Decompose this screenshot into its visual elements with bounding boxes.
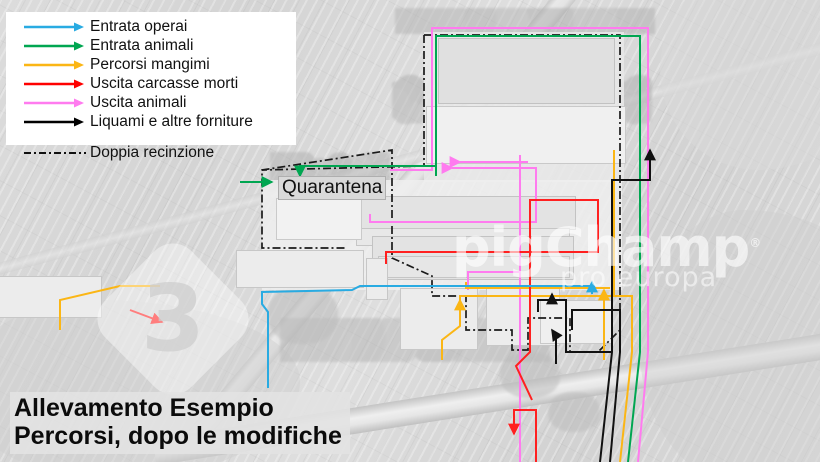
slurry-east-riser (599, 162, 651, 462)
legend-label: Uscita carcasse morti (90, 75, 239, 92)
legend-item-uscita-carcasse-morti: Uscita carcasse morti (18, 75, 296, 93)
legend-label: Liquami e altre forniture (90, 113, 253, 130)
tree-line-left-of-compound (392, 28, 424, 178)
slurry-branch-b (537, 299, 552, 312)
route-workers (261, 280, 598, 388)
building-southeast-sheds (540, 300, 612, 344)
carcass-west-arrow (129, 309, 164, 324)
feed-from-south (520, 295, 633, 462)
legend-label: Doppia recinzione (90, 144, 215, 161)
animals-out-branch-c (467, 271, 520, 290)
tree-line-top (395, 8, 655, 34)
building-north-large (438, 38, 615, 104)
field-parcel-right (640, 210, 820, 462)
legend-label: Entrata animali (90, 37, 194, 54)
legend-item-doppia-recinzione: Doppia recinzione (18, 143, 296, 163)
legend-item-liquami-e-altre-forniture: Liquami e altre forniture (18, 113, 296, 131)
feed-far-west (59, 285, 160, 330)
legend-panel: Entrata operai Entrata animali (6, 12, 296, 161)
carcass-south-loop (508, 409, 537, 462)
animals-out-ring (390, 27, 649, 462)
feed-mid-run (465, 282, 610, 289)
legend-line-blue-icon (18, 18, 90, 36)
tree-cluster-bottom (500, 352, 560, 398)
legend-item-percorsi-mangimi: Percorsi mangimi (18, 56, 296, 74)
watermark-badge: 3 (86, 232, 260, 406)
fence-outer-path (261, 34, 621, 353)
legend-item-entrata-operai: Entrata operai (18, 18, 296, 36)
legend-label: Uscita animali (90, 94, 187, 111)
legend-label: Percorsi mangimi (90, 56, 210, 73)
watermark-registered-icon: ® (749, 236, 761, 250)
slurry-branch-a (552, 299, 612, 353)
route-animals-in (240, 35, 641, 462)
watermark-subtitle: pro europa (560, 262, 718, 293)
slurry-branch-c (571, 309, 621, 462)
map-title: Allevamento Esempio Percorsi, dopo le mo… (10, 392, 350, 454)
legend-line-black-icon (18, 113, 90, 131)
building-quarantine-shed (276, 198, 362, 240)
route-carcass (129, 199, 599, 462)
route-animals-out (369, 27, 649, 462)
feed-west-branch (441, 295, 520, 360)
animals-in-main (435, 35, 641, 462)
building-north-sheds (426, 106, 626, 164)
legend-line-red-icon (18, 75, 90, 93)
route-feed (59, 150, 633, 462)
quarantine-label: Quarantena (278, 176, 387, 200)
legend-rows: Entrata operai Entrata animali (6, 12, 296, 163)
legend-line-orange-icon (18, 56, 90, 74)
map-title-line-2: Percorsi, dopo le modifiche (14, 422, 342, 450)
legend-line-dashdot-icon (18, 144, 90, 162)
watermark-brand: pigChamp® (452, 216, 761, 279)
animals-out-branch-b (369, 162, 537, 223)
legend-item-entrata-animali: Entrata animali (18, 37, 296, 55)
legend-line-magenta-icon (18, 94, 90, 112)
building-south-1 (400, 288, 478, 350)
legend-label: Entrata operai (90, 18, 188, 35)
workers-main (261, 285, 593, 388)
building-west-annex (236, 250, 364, 288)
watermark-badge-number: 3 (140, 265, 205, 372)
legend-item-uscita-animali: Uscita animali (18, 94, 296, 112)
animals-in-to-quarantine (294, 165, 437, 178)
route-slurry (537, 148, 656, 462)
building-far-left (0, 276, 102, 318)
legend-line-green-icon (18, 37, 90, 55)
carcass-from-buildings (385, 199, 599, 290)
tree-cluster-left (268, 286, 338, 344)
building-west-annex-2 (366, 258, 388, 300)
carcass-to-exit (514, 290, 533, 401)
slurry-arrow-mid (551, 328, 563, 364)
tree-cluster-bottom-2 (548, 392, 600, 432)
map-title-line-1: Allevamento Esempio (14, 394, 274, 422)
